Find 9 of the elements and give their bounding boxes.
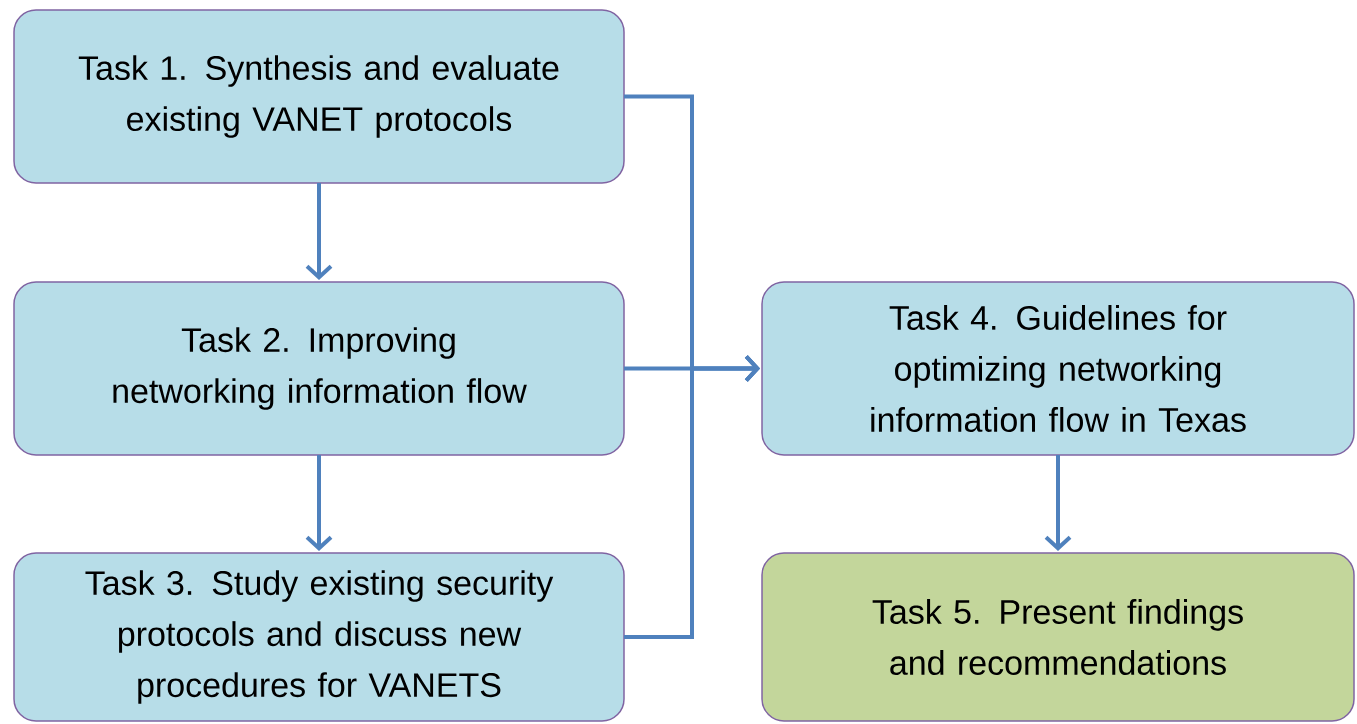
task-box: Task 3. Study existing security protocols and discuss new procedures for VANETS — [13, 552, 625, 722]
arrow — [305, 455, 333, 551]
task-box: Task 4. Guidelines for optimizing networking information flow in Texas — [761, 281, 1355, 456]
task-box: Task 1. Synthesis and evaluate existing VANET protocols — [13, 9, 625, 184]
arrow — [624, 355, 760, 639]
arrow — [305, 183, 333, 280]
task-box: Task 5. Present findings and recommendations — [761, 552, 1355, 722]
task-box: Task 2. Improving networking information flow — [13, 281, 625, 456]
arrow — [1044, 455, 1072, 551]
